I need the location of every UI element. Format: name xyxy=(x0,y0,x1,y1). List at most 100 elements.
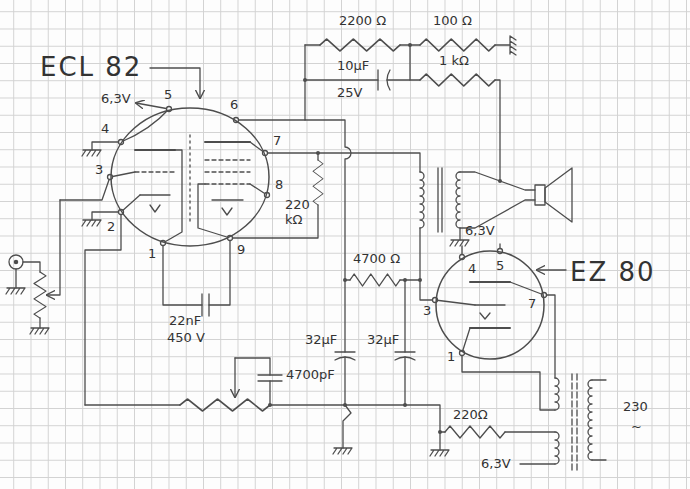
part-label: 7 xyxy=(272,134,282,149)
part-label: 4 xyxy=(100,122,110,137)
tube-electrodes xyxy=(140,194,170,195)
tube-electrodes xyxy=(205,160,250,184)
wire xyxy=(136,103,169,109)
tube-outline xyxy=(110,107,270,247)
tube-electrodes xyxy=(480,313,490,319)
transformer-symbol xyxy=(555,378,559,410)
tube-outline xyxy=(111,108,269,246)
wire xyxy=(404,280,405,405)
tube-electrodes xyxy=(205,141,250,143)
part-label: 5 xyxy=(495,259,505,274)
part-label: 22nF xyxy=(168,314,202,329)
tube-electrodes xyxy=(475,304,505,305)
part-label: 25V xyxy=(336,86,363,101)
wire xyxy=(343,405,351,448)
ground-symbol xyxy=(430,450,449,456)
junction-dot xyxy=(119,43,502,434)
resistor-symbol xyxy=(313,160,323,205)
part-label: 1 kΩ xyxy=(438,54,470,69)
part-label: 450 V xyxy=(166,331,206,346)
part-label: 32µF xyxy=(366,333,400,348)
speaker-symbol xyxy=(545,168,572,222)
wire xyxy=(47,200,60,295)
wire xyxy=(265,153,420,172)
capacitor-symbol xyxy=(378,70,390,90)
potentiometer-symbol xyxy=(180,399,270,411)
part-label: 2200 Ω xyxy=(338,14,387,29)
junction-dot xyxy=(498,179,502,183)
wire xyxy=(163,238,230,305)
wire xyxy=(85,212,121,405)
part-label: 6,3V xyxy=(480,457,512,472)
tube-electrodes xyxy=(470,282,510,328)
part-label: 7 xyxy=(527,297,537,312)
wire xyxy=(344,280,345,405)
wire xyxy=(592,380,606,460)
junction-dot xyxy=(343,278,347,282)
resistor-symbol xyxy=(350,274,400,286)
tube-envelope: ECL 82 xyxy=(110,107,270,247)
speaker-symbol xyxy=(535,185,545,205)
ground-symbol xyxy=(82,220,101,226)
transformer-symbol xyxy=(420,168,592,470)
part-label: 1 xyxy=(446,350,456,365)
wire xyxy=(16,45,606,464)
callout-arrow xyxy=(537,269,566,270)
part-label: 4700pF xyxy=(285,368,336,383)
input-jack xyxy=(9,255,23,269)
capacitor-symbol xyxy=(202,70,415,381)
part-label: 32µF xyxy=(304,333,338,348)
capacitor-symbol xyxy=(202,294,209,316)
tube-type: ECL 82 xyxy=(40,53,142,83)
ground-symbol xyxy=(450,240,469,246)
wire xyxy=(234,358,235,397)
part-label: 230 xyxy=(622,400,649,415)
wire xyxy=(544,295,555,378)
tube-type: EZ 80 xyxy=(570,258,656,288)
part-label: 4700 Ω xyxy=(352,252,401,267)
part-label: 6,3V xyxy=(464,224,496,239)
part-label: 3 xyxy=(422,304,432,319)
junction-dot xyxy=(438,430,442,434)
ground-symbol xyxy=(510,36,516,55)
capacitor-symbol xyxy=(395,352,415,360)
ground-symbol xyxy=(82,150,101,156)
capacitor-symbol xyxy=(335,352,355,360)
part-label: 10µF xyxy=(336,59,370,74)
part-label: 9 xyxy=(236,243,246,258)
pin-dot xyxy=(108,107,547,356)
wire xyxy=(495,80,500,181)
wire xyxy=(92,142,121,150)
junction-dot xyxy=(403,403,407,407)
wire xyxy=(409,45,410,80)
junction-dot xyxy=(303,78,307,82)
part-label: 220Ω xyxy=(452,408,489,423)
resistor-symbol xyxy=(420,74,495,86)
tube-electrodes xyxy=(110,109,544,353)
wire xyxy=(85,405,555,432)
tube-electrodes xyxy=(222,208,232,215)
wire xyxy=(462,353,555,410)
resistor-symbol xyxy=(313,39,505,438)
junction-dot xyxy=(403,278,407,282)
wire xyxy=(16,262,40,328)
tube-electrodes xyxy=(135,171,175,172)
junction-dot xyxy=(408,43,412,47)
tube-electrodes xyxy=(150,205,160,212)
wire xyxy=(305,79,420,80)
junction-dot xyxy=(316,151,320,155)
tube-electrodes xyxy=(189,135,190,225)
input-jack xyxy=(9,255,23,269)
wire xyxy=(230,153,318,238)
transformer-symbol xyxy=(572,374,577,470)
transformer-symbol xyxy=(438,168,442,232)
junction-dot xyxy=(268,403,272,407)
wire xyxy=(520,463,555,464)
ground-symbol xyxy=(30,328,49,334)
part-label: 220 kΩ xyxy=(284,198,316,228)
part-label: 100 Ω xyxy=(432,14,473,29)
capacitor-symbol xyxy=(258,375,282,381)
